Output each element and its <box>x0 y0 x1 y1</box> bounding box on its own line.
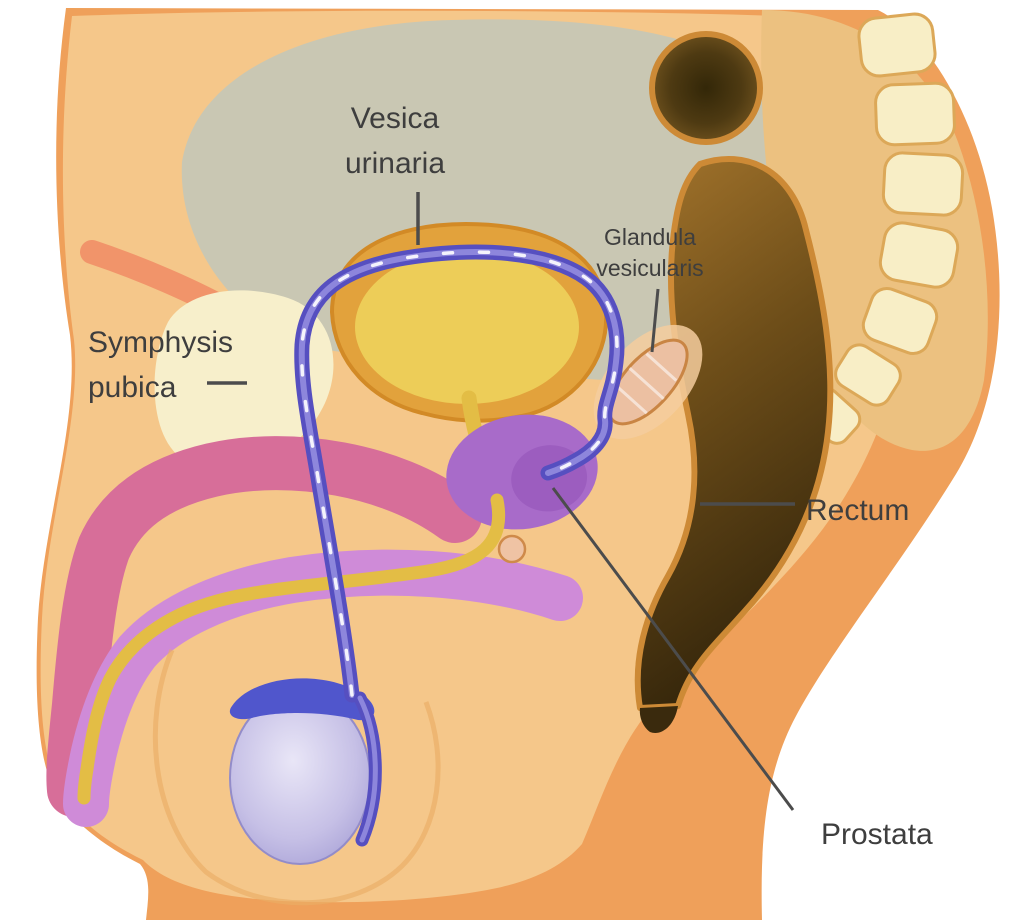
vertebra <box>834 343 902 407</box>
prostata-leader-line <box>551 487 795 811</box>
vas-deferens-highlight <box>298 249 620 698</box>
vertebra <box>874 81 956 147</box>
vertebrae <box>802 12 965 445</box>
label-glandula-vesicularis: Glandula vesicularis <box>570 222 730 284</box>
label-prostata: Prostata <box>821 818 933 851</box>
corpus-cavernosum <box>46 436 482 817</box>
scrotum-outline <box>152 649 441 906</box>
sigmoid-colon <box>649 31 763 145</box>
label-vesica-urinaria: Vesica urinaria <box>310 96 480 186</box>
vas-deferens <box>294 244 625 847</box>
label-glandula-vesicularis-line2: vesicularis <box>596 255 704 282</box>
bladder-lumen <box>355 250 579 404</box>
symphysis-pubica-shape <box>154 290 334 469</box>
label-glandula-vesicularis-line1: Glandula <box>603 224 697 250</box>
urethra-penile <box>77 493 505 805</box>
label-vesica-urinaria-line2: urinaria <box>344 147 446 180</box>
vertebra <box>857 12 937 78</box>
vertebra <box>878 221 960 289</box>
label-symphysis-pubica-line1: Symphysis <box>88 326 234 359</box>
vas-deferens-testis-loop-highlight <box>357 695 378 843</box>
vertebra <box>881 151 965 217</box>
leader-lines <box>207 192 795 811</box>
label-vesica-urinaria-line1: Vesica <box>350 102 440 135</box>
label-rectum: Rectum <box>806 494 910 527</box>
glandula-leader-line <box>650 288 660 353</box>
anal-canal <box>639 706 678 733</box>
epididymis <box>229 678 375 721</box>
vertebra <box>861 287 939 355</box>
bulbourethral-gland <box>497 534 527 564</box>
label-symphysis-pubica-line2: pubica <box>88 371 177 404</box>
label-symphysis-pubica: Symphysis pubica <box>88 320 233 410</box>
